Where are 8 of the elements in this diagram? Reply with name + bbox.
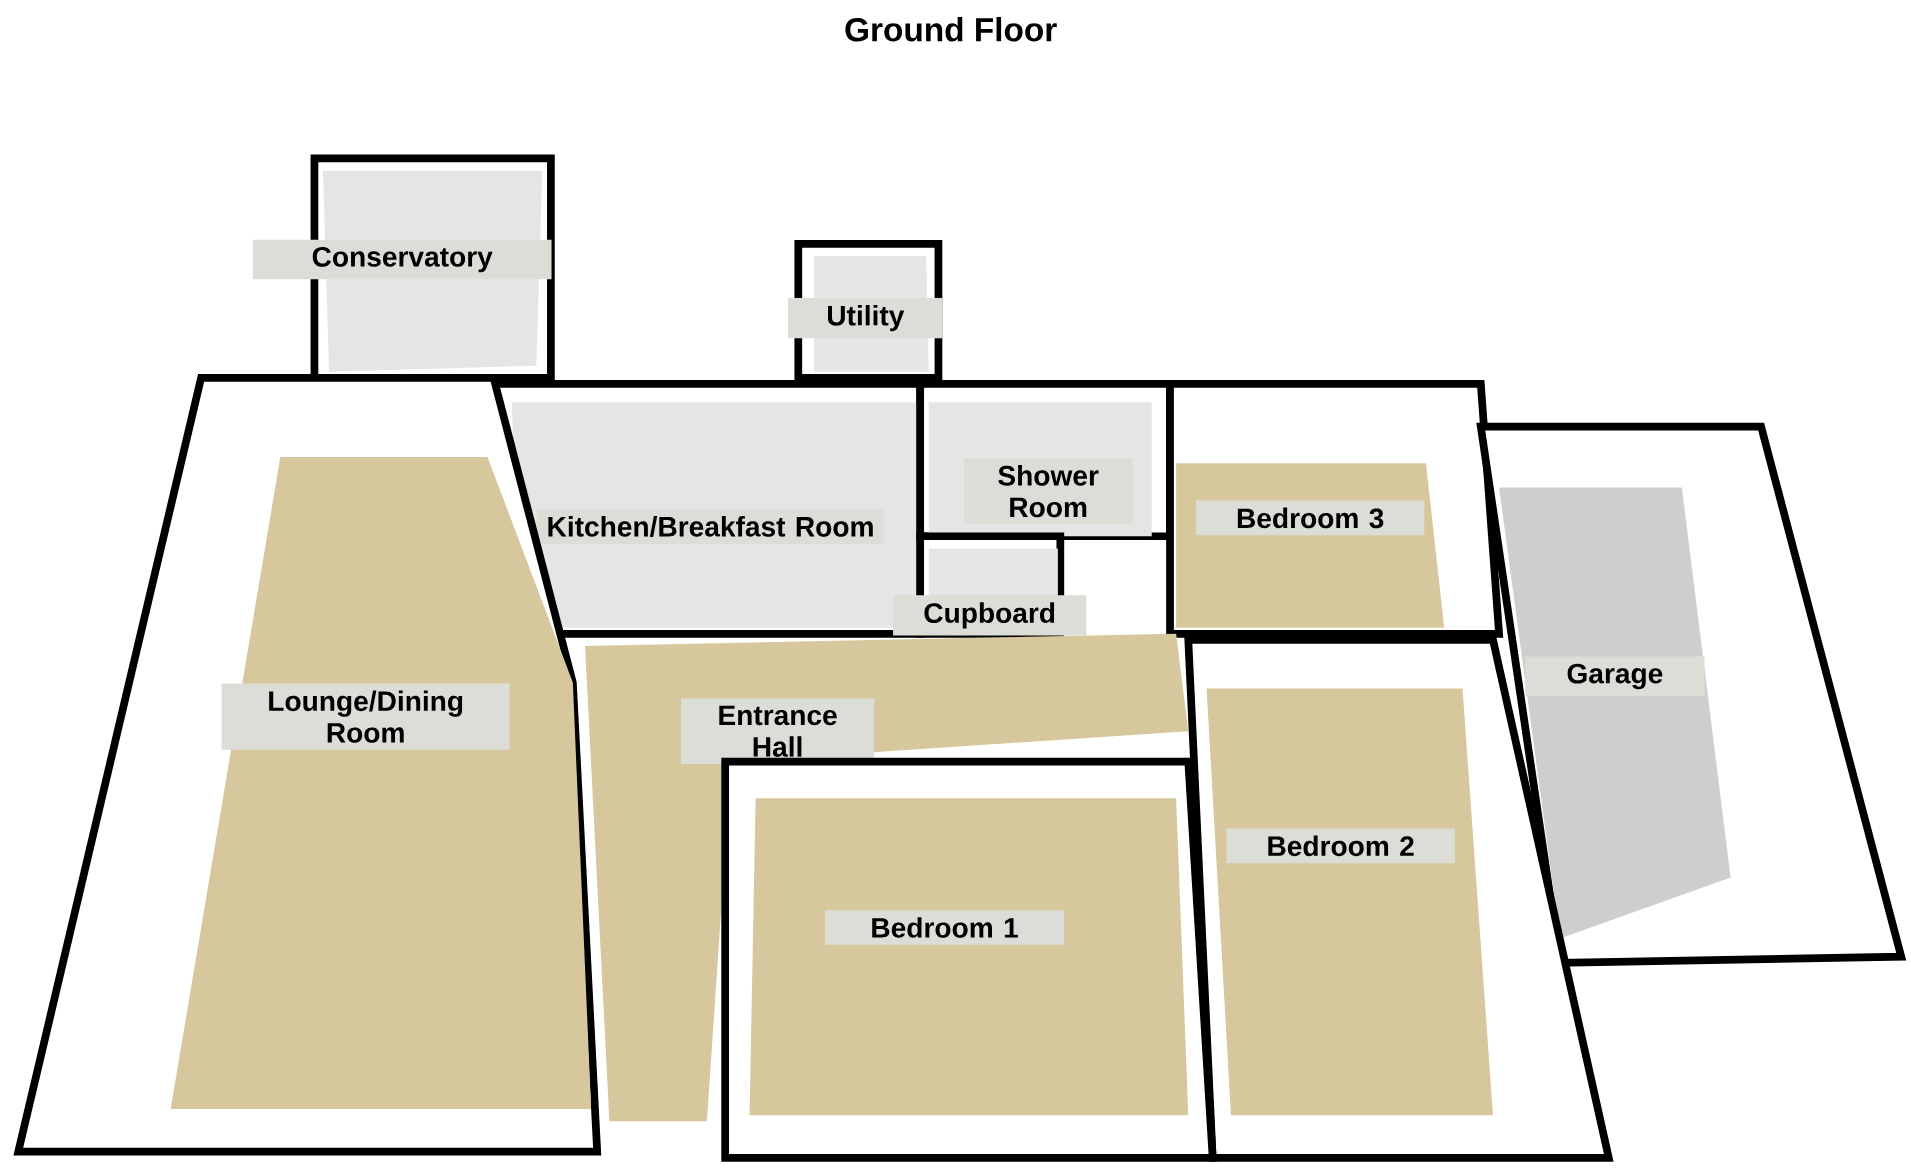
- room: Cupboard: [893, 532, 1087, 638]
- node-label: Bedroom 1: [872, 917, 1018, 939]
- room: Bedroom 1: [721, 758, 1217, 1162]
- room: Conservatory: [252, 154, 555, 382]
- node-label: Lounge/Dining Room: [269, 690, 463, 743]
- title: Ground Floor: [845, 17, 1057, 42]
- room: Utility: [788, 240, 943, 382]
- room: Garage: [1476, 422, 1907, 967]
